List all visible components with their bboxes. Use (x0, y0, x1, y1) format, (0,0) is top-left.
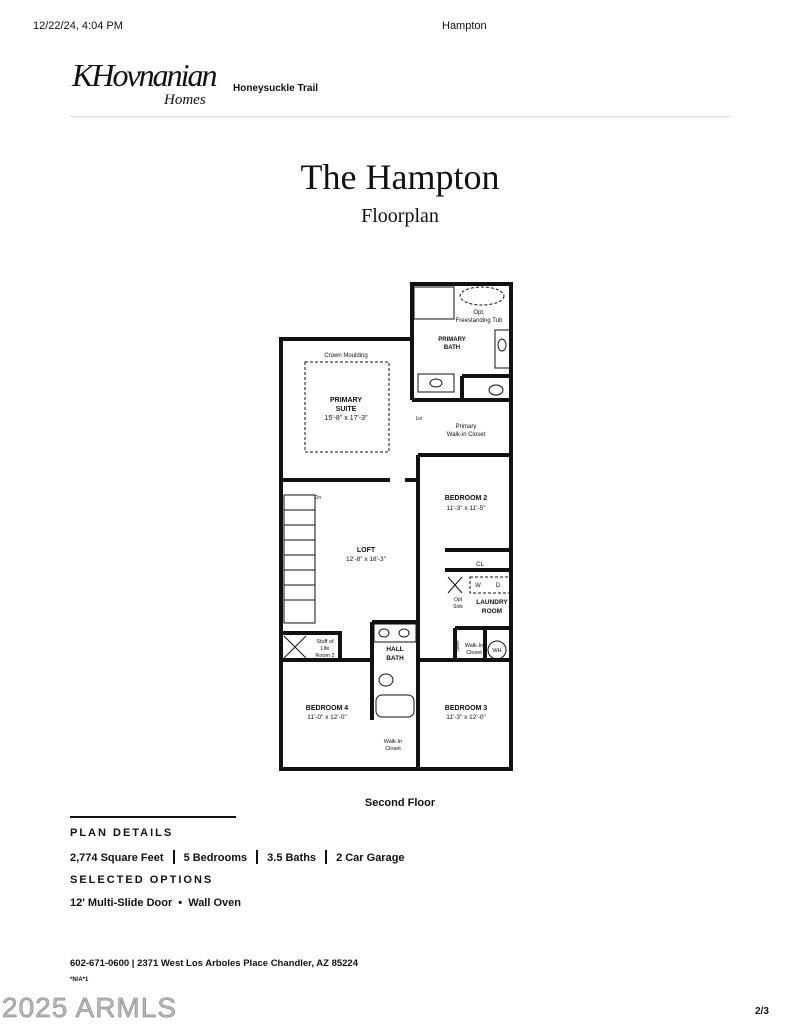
option-separator: • (178, 897, 183, 909)
plan-sqft: 2,774 Square Feet (70, 852, 164, 864)
logo-subtext: Homes (164, 92, 206, 108)
bedroom2-label: BEDROOM 2 (445, 495, 488, 502)
br3-closet-label-2: Closet (466, 650, 482, 656)
br3-closet-label: Walk-In (465, 643, 483, 649)
stuff-of-life-label-3: Room 2 (315, 653, 334, 659)
stuff-of-life-label: Stuff of (316, 639, 334, 645)
page-title: The Hampton (300, 157, 500, 197)
laundry-label: LAUNDRY (476, 599, 508, 606)
page-subtitle: Floorplan (361, 205, 439, 227)
plan-garage: 2 Car Garage (336, 852, 405, 864)
primary-bath-label-2: BATH (444, 345, 460, 351)
opt-sink-label-2: Sink (453, 604, 463, 610)
bedroom4-label: BEDROOM 4 (306, 705, 349, 712)
lin-label: Lin (416, 416, 423, 422)
primary-closet-label-2: Walk-in Closet (447, 432, 486, 438)
khovnanian-logo: KHovnanian Homes (72, 57, 232, 108)
opt-tub-label: Opt. (473, 310, 485, 316)
hall-bath-label-2: BATH (386, 655, 404, 662)
plan-details-heading: PLAN DETAILS (70, 827, 174, 839)
selected-options-heading: SELECTED OPTIONS (70, 874, 214, 886)
primary-suite-label: PRIMARY (330, 397, 362, 404)
selected-options-list: 12' Multi-Slide Door • Wall Oven (70, 897, 241, 909)
logo-text: KHovnanian (72, 57, 218, 93)
linen-label: Linen (455, 640, 460, 652)
armls-watermark: 2025 ARMLS (2, 992, 177, 1024)
opt-sink-label: Opt (454, 597, 463, 603)
stuff-of-life-label-2: Life (321, 646, 330, 652)
washer-label: W (475, 583, 481, 589)
crown-moulding-label: Crown Moulding (324, 353, 367, 359)
plan-baths: 3.5 Baths (267, 852, 317, 864)
bedroom3-dims: 11'-3" x 12'-0" (446, 714, 486, 721)
footnote: *N/A*1 (70, 977, 89, 983)
bedroom2-dims: 11'-3" x 11'-5" (446, 505, 486, 512)
section-rule (70, 816, 236, 818)
loft-dims: 12'-8" x 18'-3" (346, 556, 387, 563)
community-name: Honeysuckle Trail (233, 83, 319, 94)
contact-info: 602-671-0600 | 2371 West Los Arboles Pla… (70, 958, 358, 969)
walls (279, 282, 513, 771)
option-item: Wall Oven (188, 897, 241, 909)
primary-bath-label: PRIMARY (438, 337, 465, 343)
print-timestamp: 12/22/24, 4:04 PM (33, 20, 123, 32)
primary-closet-label: Primary (456, 424, 477, 430)
opt-tub-label-2: Freestanding Tub (456, 318, 503, 324)
br4-closet-label: Walk-In (384, 739, 402, 745)
floor-label: Second Floor (364, 797, 436, 809)
print-page-title: Hampton (442, 20, 487, 32)
primary-suite-label-2: SUITE (336, 406, 357, 413)
bedroom4-dims: 11'-0" x 12'-0" (307, 714, 347, 721)
primary-suite-dims: 15'-8" x 17'-3" (324, 415, 368, 422)
water-heater-label: WH (492, 648, 501, 654)
dryer-label: D (496, 583, 501, 589)
closet-cl-label: CL (476, 562, 484, 568)
bedroom3-label: BEDROOM 3 (445, 705, 488, 712)
option-item: 12' Multi-Slide Door (70, 897, 173, 909)
hall-bath-label: HALL (386, 646, 403, 653)
header-divider (70, 116, 731, 117)
stairs-dn-label: Dn (315, 495, 322, 501)
br4-closet-label-2: Closet (385, 746, 401, 752)
page-number: 2/3 (755, 1006, 769, 1017)
loft-label: LOFT (357, 547, 376, 554)
laundry-label-2: ROOM (482, 608, 502, 615)
plan-details-list: 2,774 Square Feet 5 Bedrooms 3.5 Baths 2 Ca… (70, 850, 405, 864)
fixtures (283, 286, 512, 718)
plan-bedrooms: 5 Bedrooms (183, 852, 248, 864)
